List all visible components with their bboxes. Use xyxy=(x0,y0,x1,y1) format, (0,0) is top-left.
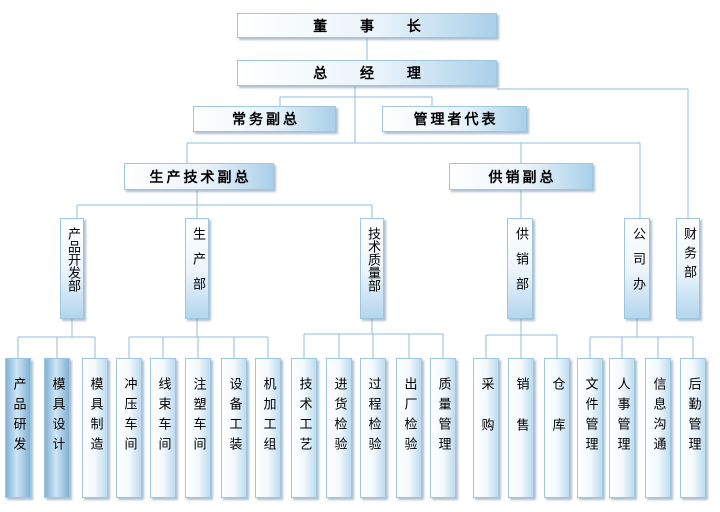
unit-box: 技术工艺 xyxy=(291,358,317,498)
unit-box: 销售 xyxy=(508,358,534,498)
unit-box: 产品研发 xyxy=(5,358,31,498)
unit-box: 冲压车间 xyxy=(116,358,142,498)
unit-box: 线束车间 xyxy=(150,358,176,498)
dept-company-office: 公司办 xyxy=(624,218,650,319)
production-vp-box: 生产技术副总 xyxy=(124,163,274,190)
dept-production: 生产部 xyxy=(185,218,209,319)
executive-vp-box: 常务副总 xyxy=(193,106,336,132)
general-manager-box: 总 经 理 xyxy=(237,60,497,86)
unit-box: 信息沟通 xyxy=(645,358,671,498)
unit-box: 出厂检验 xyxy=(396,358,422,498)
dept-supply-sales: 供销部 xyxy=(507,218,533,319)
unit-box: 模具制造 xyxy=(82,358,108,498)
dept-finance: 财务部 xyxy=(676,218,700,319)
unit-box: 后勤管理 xyxy=(680,358,706,498)
unit-box: 人事管理 xyxy=(609,358,635,498)
unit-box: 仓库 xyxy=(544,358,570,498)
dept-product-development: 产品开发部 xyxy=(60,218,84,319)
unit-box: 文件管理 xyxy=(577,358,603,498)
unit-box: 注塑车间 xyxy=(185,358,211,498)
unit-box: 机加工组 xyxy=(255,358,281,498)
unit-box: 设备工装 xyxy=(221,358,247,498)
dept-technical-quality: 技术质量部 xyxy=(360,218,384,319)
management-rep-box: 管理者代表 xyxy=(382,106,527,132)
unit-box: 采购 xyxy=(473,358,499,498)
unit-box: 过程检验 xyxy=(360,358,386,498)
chairman-box: 董 事 长 xyxy=(237,13,497,38)
unit-box: 模具设计 xyxy=(44,358,70,498)
unit-box: 进货检验 xyxy=(326,358,352,498)
sales-vp-box: 供销副总 xyxy=(449,163,593,190)
unit-box: 质量管理 xyxy=(430,358,456,498)
